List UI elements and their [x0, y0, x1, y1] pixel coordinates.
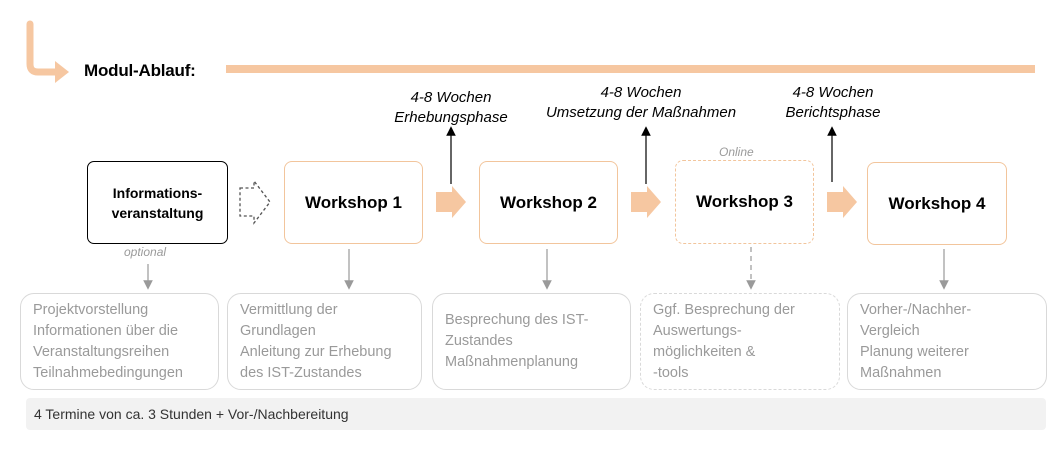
description-line: -tools: [653, 365, 689, 381]
header-bent-arrow-icon: [26, 20, 69, 83]
description-line: Anleitung zur Erhebung: [240, 344, 392, 360]
phase-name: Umsetzung der Maßnahmen: [545, 104, 737, 121]
description-line: Vermittlung der: [240, 302, 338, 318]
phase-label-umsetzung: 4-8 Wochen Umsetzung der Maßnahmen: [528, 83, 754, 123]
phase-duration: 4-8 Wochen: [410, 89, 492, 106]
step-workshop-4[interactable]: Workshop 4: [867, 162, 1007, 245]
phase-label-erhebung: 4-8 Wochen Erhebungsphase: [378, 88, 524, 128]
flow-arrow-icon: [436, 186, 466, 218]
optional-note: optional: [124, 245, 167, 259]
step-label: Workshop 3: [696, 192, 793, 211]
description-box-workshop-2: Besprechung des IST- Zustandes Maßnahmen…: [432, 293, 631, 390]
step-workshop-2[interactable]: Workshop 2: [479, 161, 618, 244]
header-bar: [226, 65, 1035, 73]
phase-name: Erhebungsphase: [394, 109, 508, 126]
description-line: Vergleich: [860, 323, 920, 339]
step-label-line: veranstaltung: [111, 204, 204, 221]
description-line: Besprechung des IST-: [445, 312, 589, 328]
phase-name: Berichtsphase: [785, 104, 881, 121]
phase-duration: 4-8 Wochen: [600, 84, 682, 101]
description-line: möglichkeiten &: [653, 344, 756, 360]
description-line: Zustandes: [445, 333, 513, 349]
description-line: Vorher-/Nachher-: [860, 302, 972, 318]
description-line: Grundlagen: [240, 323, 316, 339]
description-box-workshop-4: Vorher-/Nachher- Vergleich Planung weite…: [847, 293, 1047, 390]
flow-arrow-icon: [827, 186, 857, 218]
phase-label-bericht: 4-8 Wochen Berichtsphase: [770, 83, 896, 123]
phase-duration: 4-8 Wochen: [792, 84, 874, 101]
description-box-workshop-1: Vermittlung der Grundlagen Anleitung zur…: [227, 293, 422, 390]
description-line: Ggf. Besprechung der: [653, 302, 795, 318]
online-note: Online: [719, 145, 754, 159]
description-line: Informationen über die: [33, 323, 179, 339]
description-line: Maßnahmen: [860, 365, 942, 381]
step-workshop-3[interactable]: Workshop 3: [675, 160, 814, 244]
dashed-arrow-icon: [239, 179, 271, 225]
description-line: des IST-Zustandes: [240, 365, 362, 381]
step-label: Workshop 4: [888, 193, 986, 213]
description-line: Auswertungs-: [653, 323, 742, 339]
step-label-line: Informations-: [112, 184, 203, 201]
description-line: Planung weiterer: [860, 344, 969, 360]
description-line: Teilnahmebedingungen: [33, 365, 183, 381]
description-line: Projektvorstellung: [33, 302, 149, 318]
step-workshop-1[interactable]: Workshop 1: [284, 161, 423, 244]
step-informationsveranstaltung[interactable]: Informations- veranstaltung: [87, 161, 228, 244]
step-label: Workshop 1: [305, 192, 402, 212]
page-title: Modul-Ablauf:: [84, 61, 196, 80]
flow-arrow-icon: [631, 186, 661, 218]
description-line: Veranstaltungsreihen: [33, 344, 170, 360]
description-box-info: Projektvorstellung Informationen über di…: [20, 293, 219, 390]
description-box-workshop-3: Ggf. Besprechung der Auswertungs- möglic…: [640, 293, 840, 390]
footer-note: 4 Termine von ca. 3 Stunden + Vor-/Nachb…: [26, 398, 1046, 430]
description-line: Maßnahmenplanung: [445, 354, 579, 370]
step-label: Workshop 2: [500, 192, 597, 212]
